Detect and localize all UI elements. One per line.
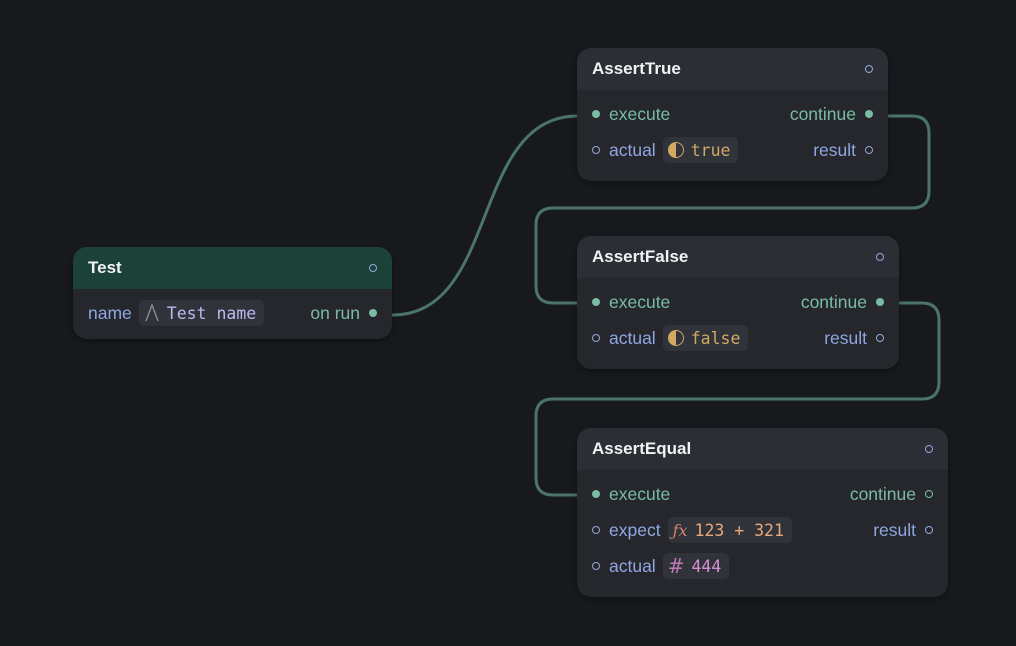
name-label: name [88,302,132,323]
assertfalse-actual-value: false [690,328,741,348]
assertequal-node[interactable]: AssertEqual execute continue expect [577,428,948,597]
on-run-label: on run [310,302,360,323]
boolean-type-icon [667,330,684,346]
assertfalse-row-actual: actual false result [577,320,899,356]
result-label: result [824,327,867,348]
actual-label: actual [609,555,656,576]
name-value: Test name [166,303,257,323]
continue-label: continue [789,103,856,124]
asserttrue-actual-pin[interactable] [592,146,600,154]
on-run-exec-pin[interactable] [369,309,377,317]
asserttrue-node[interactable]: AssertTrue execute continue actual [577,48,888,181]
hash-number-icon: # [667,554,685,578]
assertequal-execute-pin[interactable] [592,490,600,498]
assertfalse-node[interactable]: AssertFalse execute continue actual [577,236,899,369]
test-row-name: name Test name on run [73,295,392,331]
assertfalse-row-exec: execute continue [577,284,899,320]
asserttrue-actual-field[interactable]: true [662,137,739,163]
name-value-field[interactable]: Test name [138,300,265,326]
string-type-icon [144,303,160,323]
edge-test-to-asserttrue[interactable] [391,114,579,317]
result-label: result [873,519,916,540]
asserttrue-row-exec: execute continue [577,96,888,132]
assertequal-actual-field[interactable]: # 444 [662,553,730,579]
assertequal-node-output-pin[interactable] [925,445,933,453]
test-node-output-pin[interactable] [369,264,377,272]
asserttrue-actual-value: true [690,140,731,160]
actual-label: actual [609,139,656,160]
fx-expression-icon: ƒx [672,520,688,540]
assertfalse-node-title: AssertFalse [592,247,689,266]
asserttrue-node-header[interactable]: AssertTrue [577,48,888,90]
assertequal-actual-value: 444 [691,556,722,576]
execute-label: execute [609,103,671,124]
continue-label: continue [800,291,867,312]
test-node-header[interactable]: Test [73,247,392,289]
execute-label: execute [609,483,671,504]
asserttrue-result-pin[interactable] [865,146,873,154]
assertequal-node-header[interactable]: AssertEqual [577,428,948,470]
assertequal-expect-value: 123 + 321 [694,520,784,540]
assertfalse-node-output-pin[interactable] [876,253,884,261]
asserttrue-row-actual: actual true result [577,132,888,168]
assertequal-result-pin[interactable] [925,526,933,534]
assertequal-row-actual: actual # 444 [577,548,948,584]
continue-label: continue [849,483,916,504]
assertequal-node-title: AssertEqual [592,439,692,458]
asserttrue-node-title: AssertTrue [592,59,681,78]
assertequal-continue-pin[interactable] [925,490,933,498]
assertequal-row-expect: expect ƒx 123 + 321 result [577,512,948,548]
asserttrue-node-output-pin[interactable] [865,65,873,73]
assertfalse-actual-pin[interactable] [592,334,600,342]
actual-label: actual [609,327,656,348]
assertequal-row-exec: execute continue [577,476,948,512]
asserttrue-execute-pin[interactable] [592,110,600,118]
expect-label: expect [609,519,661,540]
boolean-type-icon [667,142,684,158]
assertequal-expect-pin[interactable] [592,526,600,534]
assertfalse-result-pin[interactable] [876,334,884,342]
result-label: result [813,139,856,160]
test-node[interactable]: Test name Test name on run [73,247,392,339]
assertequal-expect-field[interactable]: ƒx 123 + 321 [667,517,792,543]
execute-label: execute [609,291,671,312]
asserttrue-continue-pin[interactable] [865,110,873,118]
assertfalse-actual-field[interactable]: false [662,325,749,351]
assertfalse-node-header[interactable]: AssertFalse [577,236,899,278]
test-node-title: Test [88,258,122,277]
assertequal-actual-pin[interactable] [592,562,600,570]
assertfalse-continue-pin[interactable] [876,298,884,306]
assertfalse-execute-pin[interactable] [592,298,600,306]
